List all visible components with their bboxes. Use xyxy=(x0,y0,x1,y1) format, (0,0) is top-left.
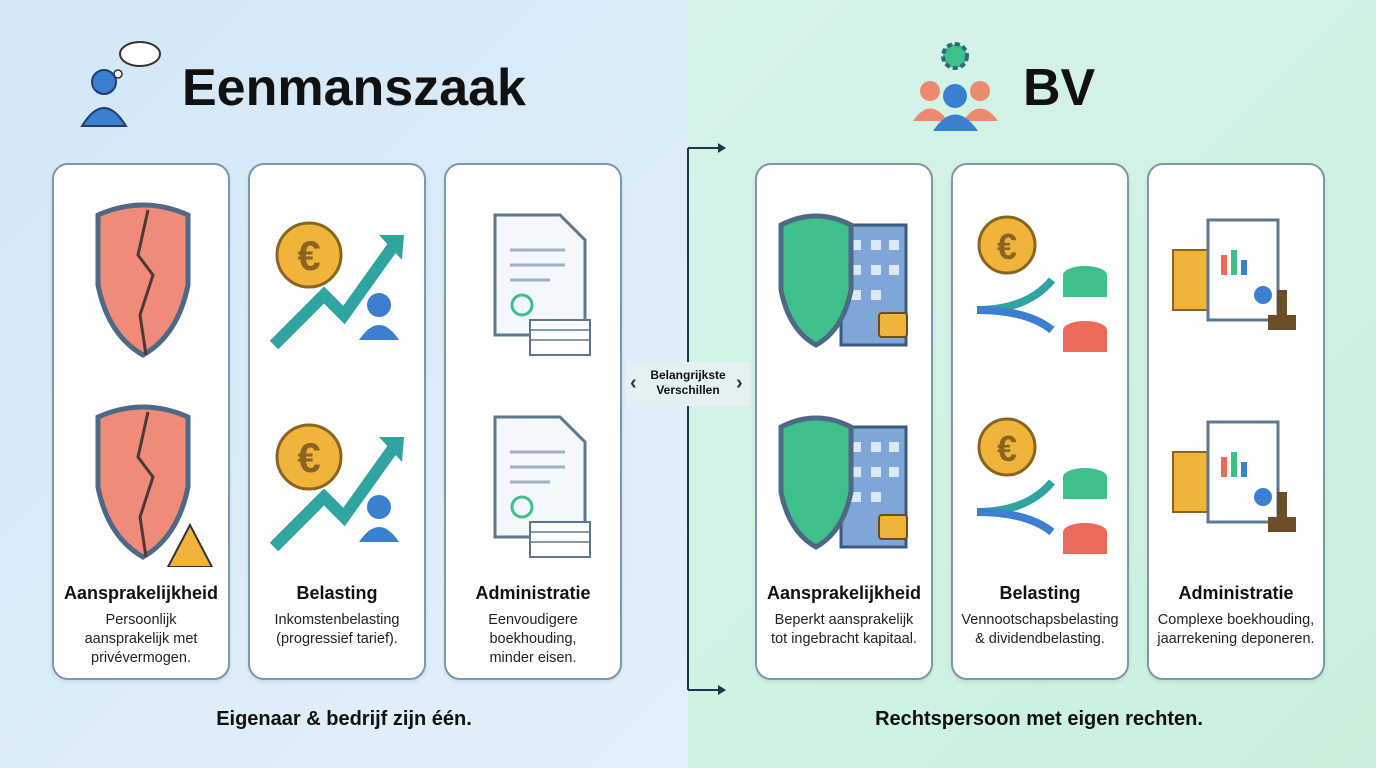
card-description: Beperkt aansprakelijk tot ingebracht kap… xyxy=(771,612,917,647)
euro-growth-icon xyxy=(264,195,414,365)
card-description: Complexe boekhouding, jaarrekening depon… xyxy=(1157,612,1315,647)
card-bv-administratie: Administratie Complexe boekhouding, jaar… xyxy=(1147,163,1325,680)
card-description: Persoonlijk aansprakelijk met privévermo… xyxy=(84,612,198,666)
person-thought-icon xyxy=(80,41,161,127)
divider-bracket xyxy=(687,143,726,695)
card-title: Aansprakelijkheid xyxy=(766,583,922,603)
euro-split-icon xyxy=(967,195,1117,365)
card-eenmanszaak-administratie: Administratie Eenvoudigere boekhouding, … xyxy=(444,163,622,680)
euro-split-icon xyxy=(967,397,1117,567)
card-bv-aansprakelijkheid: Aansprakelijkheid Beperkt aansprakelijk … xyxy=(755,163,933,680)
shield-building-lock-icon xyxy=(771,397,921,567)
team-gear-icon xyxy=(913,42,998,131)
documents-folder-stamp-icon xyxy=(1163,195,1313,365)
card-title: Aansprakelijkheid xyxy=(63,583,219,603)
card-title: Administratie xyxy=(1178,583,1294,603)
broken-shield-warning-icon xyxy=(68,397,214,567)
euro-growth-person-icon xyxy=(264,397,414,567)
card-eenmanszaak-aansprakelijkheid: Aansprakelijkheid Persoonlijk aansprakel… xyxy=(52,163,230,680)
document-check-icon xyxy=(460,195,610,365)
chevron-left-icon: ‹ xyxy=(630,372,637,394)
card-title: Belasting xyxy=(296,583,378,603)
chevron-right-icon: › xyxy=(736,372,743,394)
card-title: Belasting xyxy=(999,583,1081,603)
card-title: Administratie xyxy=(475,583,591,603)
card-bv-belasting: Belasting Vennootschapsbelasting & divid… xyxy=(951,163,1129,680)
shield-building-lock-icon xyxy=(771,195,921,365)
documents-calculator-icon xyxy=(1163,397,1313,567)
center-label: Belangrijkste Verschillen xyxy=(650,368,726,397)
card-description: Inkomstenbelasting (progressief tarief). xyxy=(274,612,400,647)
card-description: Eenvoudigere boekhouding, minder eisen. xyxy=(488,612,578,666)
footer-bv: Rechtspersoon met eigen rechten. xyxy=(875,708,1203,730)
card-eenmanszaak-belasting: Belasting Inkomstenbelasting (progressie… xyxy=(248,163,426,680)
page-title-eenmanszaak: Eenmanszaak xyxy=(182,59,526,117)
card-description: Vennootschapsbelasting & dividendbelasti… xyxy=(961,612,1119,647)
broken-shield-house-car-icon xyxy=(68,195,218,365)
page-title-bv: BV xyxy=(1023,59,1096,117)
footer-eenmanszaak: Eigenaar & bedrijf zijn één. xyxy=(216,708,472,730)
document-stack-icon xyxy=(460,397,610,567)
